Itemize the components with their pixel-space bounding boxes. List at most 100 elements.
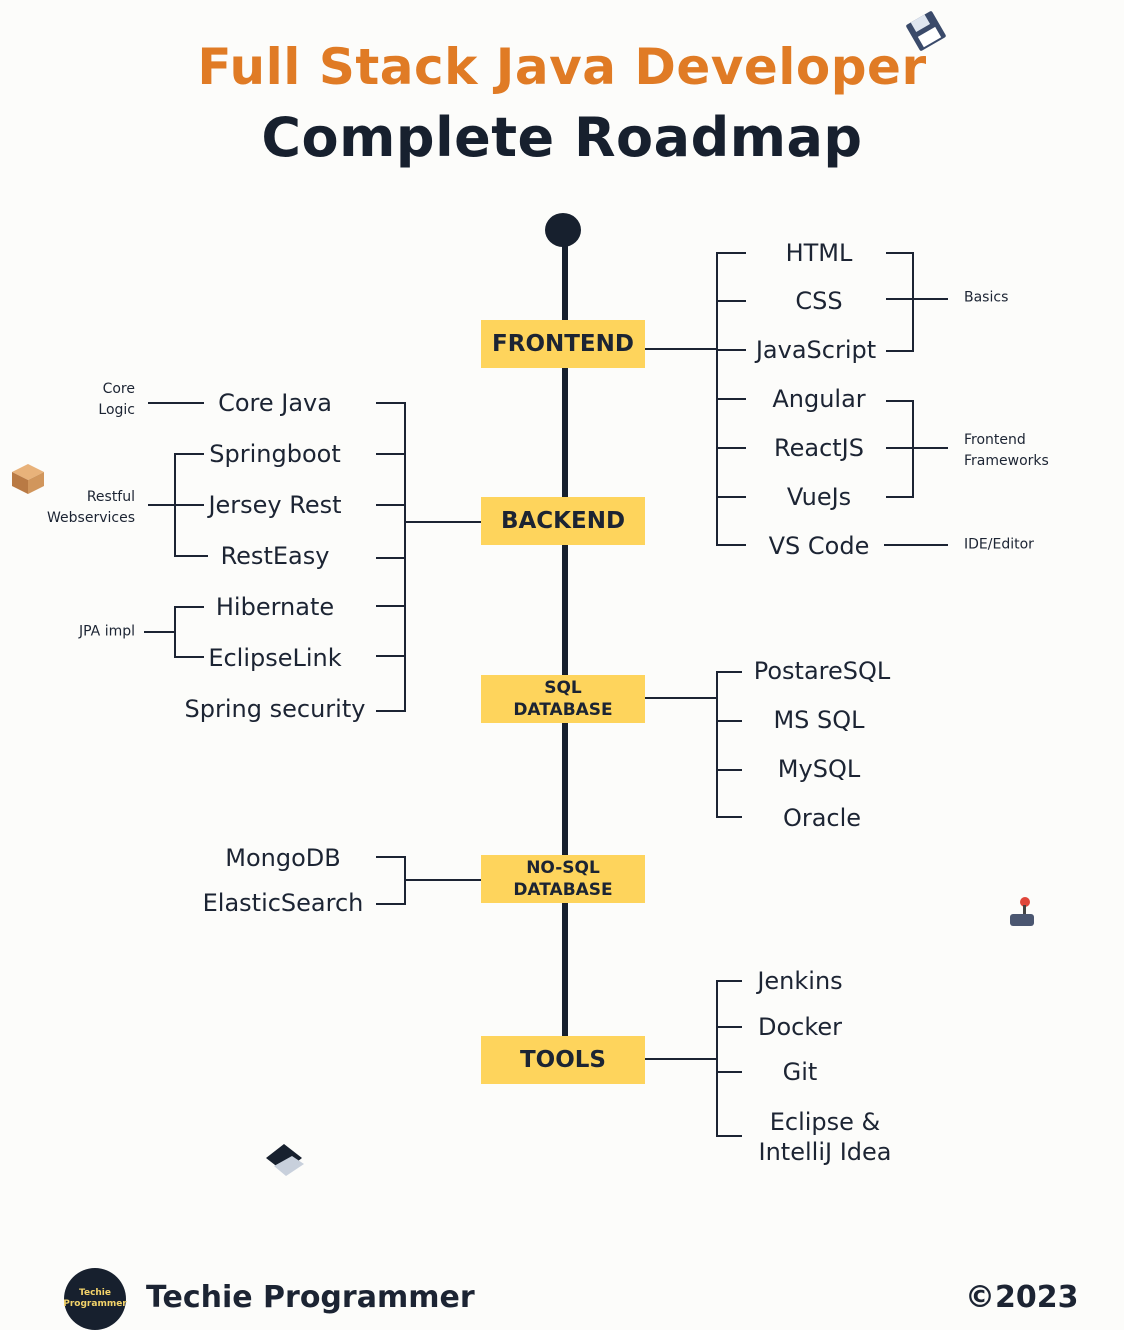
stage-backend: BACKEND xyxy=(481,497,645,545)
group-core-logic-line-2: Logic xyxy=(98,402,135,418)
core-logic-connector xyxy=(148,402,204,404)
group-frontend-frameworks-line-2: Frameworks xyxy=(964,453,1049,469)
backend-item: Jersey Rest xyxy=(208,491,342,519)
backend-item: EclipseLink xyxy=(208,644,342,672)
jpa-bracket-tick xyxy=(174,606,204,608)
restful-bracket-tick xyxy=(174,453,204,455)
group-restful-webservices: Restful Webservices xyxy=(30,487,135,529)
stage-frontend: FRONTEND xyxy=(481,320,645,368)
sql-bracket-vertical xyxy=(716,671,718,818)
sql-tick xyxy=(716,671,742,673)
frontend-item: VueJs xyxy=(786,483,852,511)
frameworks-bracket-tick xyxy=(886,400,914,402)
tools-tick xyxy=(716,1026,742,1028)
sql-tick xyxy=(716,816,742,818)
basics-bracket-tick xyxy=(886,350,914,352)
backend-tick xyxy=(376,557,406,559)
backend-item: Core Java xyxy=(218,389,332,417)
backend-connector xyxy=(406,521,481,523)
frontend-tick xyxy=(716,300,746,302)
frontend-item: HTML xyxy=(785,239,853,267)
backend-tick xyxy=(376,453,406,455)
frontend-item: ReactJS xyxy=(774,434,864,462)
frontend-item: VS Code xyxy=(768,532,870,560)
package-box-icon xyxy=(12,464,44,494)
frameworks-bracket-tick xyxy=(886,496,914,498)
frontend-tick xyxy=(716,496,746,498)
group-core-logic: Core Logic xyxy=(60,379,135,421)
jpa-bracket-tick xyxy=(174,656,204,658)
title-line-2: Complete Roadmap xyxy=(261,106,863,169)
frontend-connector xyxy=(645,348,717,350)
logo-line-1: Techie xyxy=(79,1288,111,1298)
nosql-connector xyxy=(406,879,481,881)
tools-tick xyxy=(716,1135,742,1137)
stage-sql-label-2: DATABASE xyxy=(513,700,613,720)
techie-programmer-logo: Techie Programmer xyxy=(63,1268,127,1330)
tools-item: Docker xyxy=(757,1013,843,1041)
backend-tick xyxy=(376,504,406,506)
basics-bracket-tick xyxy=(886,298,914,300)
group-frontend-frameworks: Frontend Frameworks xyxy=(964,430,1049,472)
stage-sql-label-1: SQL xyxy=(544,678,582,698)
tools-tick xyxy=(716,1071,742,1073)
nosql-item: MongoDB xyxy=(225,844,341,872)
backend-tick xyxy=(376,710,406,712)
tools-item: Eclipse & xyxy=(769,1108,881,1136)
footer-brand-name: Techie Programmer xyxy=(146,1280,475,1315)
nosql-item: ElasticSearch xyxy=(202,889,364,917)
ide-connector xyxy=(884,544,948,546)
basics-connector xyxy=(912,298,948,300)
backend-item: Spring security xyxy=(184,695,366,723)
roadmap-start-dot xyxy=(545,213,581,247)
restful-bracket-tick xyxy=(174,555,208,557)
sql-item: MySQL xyxy=(777,755,861,783)
group-restful-line-1: Restful xyxy=(86,489,135,505)
frameworks-connector xyxy=(912,447,948,449)
stage-nosql-label-1: NO-SQL xyxy=(526,858,600,878)
tools-item: Git xyxy=(782,1058,818,1086)
sql-tick xyxy=(716,769,742,771)
basics-bracket-vertical xyxy=(912,252,914,352)
frontend-item: Angular xyxy=(772,385,866,413)
tools-bracket-vertical xyxy=(716,980,718,1137)
stage-frontend-label: FRONTEND xyxy=(492,331,634,357)
backend-item: Springboot xyxy=(209,440,341,468)
basics-bracket-tick xyxy=(886,252,914,254)
joystick-icon xyxy=(1010,897,1034,926)
stage-backend-label: BACKEND xyxy=(500,508,626,534)
sql-item: MS SQL xyxy=(773,706,865,734)
logo-line-2: Programmer xyxy=(63,1299,127,1309)
stage-nosql-database: NO-SQL DATABASE xyxy=(481,855,645,903)
frontend-tick xyxy=(716,252,746,254)
backend-tick xyxy=(376,402,406,404)
stage-tools-label: TOOLS xyxy=(519,1047,606,1073)
tools-item: IntelliJ Idea xyxy=(758,1138,892,1166)
tools-item: Jenkins xyxy=(757,967,843,995)
nosql-tick xyxy=(376,856,406,858)
tools-connector xyxy=(645,1058,717,1060)
sql-item: PostareSQL xyxy=(753,657,891,685)
stage-tools: TOOLS xyxy=(481,1036,645,1084)
footer-copyright: ©2023 xyxy=(965,1280,1079,1315)
group-basics: Basics xyxy=(964,289,1009,306)
roadmap-spine xyxy=(562,232,568,1036)
laptop-icon xyxy=(266,1144,304,1176)
sql-connector xyxy=(645,697,717,699)
frontend-tick xyxy=(716,349,746,351)
frontend-tick xyxy=(716,447,746,449)
backend-item: RestEasy xyxy=(220,542,330,570)
backend-item: Hibernate xyxy=(215,593,335,621)
sql-item: Oracle xyxy=(782,804,862,832)
group-ide-editor: IDE/Editor xyxy=(964,536,1034,553)
sql-tick xyxy=(716,720,742,722)
frontend-item: CSS xyxy=(795,287,843,315)
stage-sql-database: SQL DATABASE xyxy=(481,675,645,723)
restful-bracket-tick xyxy=(148,504,204,506)
nosql-tick xyxy=(376,903,406,905)
frontend-tick xyxy=(716,544,746,546)
frontend-tick xyxy=(716,398,746,400)
backend-tick xyxy=(376,605,406,607)
frameworks-bracket-vertical xyxy=(912,400,914,498)
nosql-bracket-vertical xyxy=(404,856,406,905)
